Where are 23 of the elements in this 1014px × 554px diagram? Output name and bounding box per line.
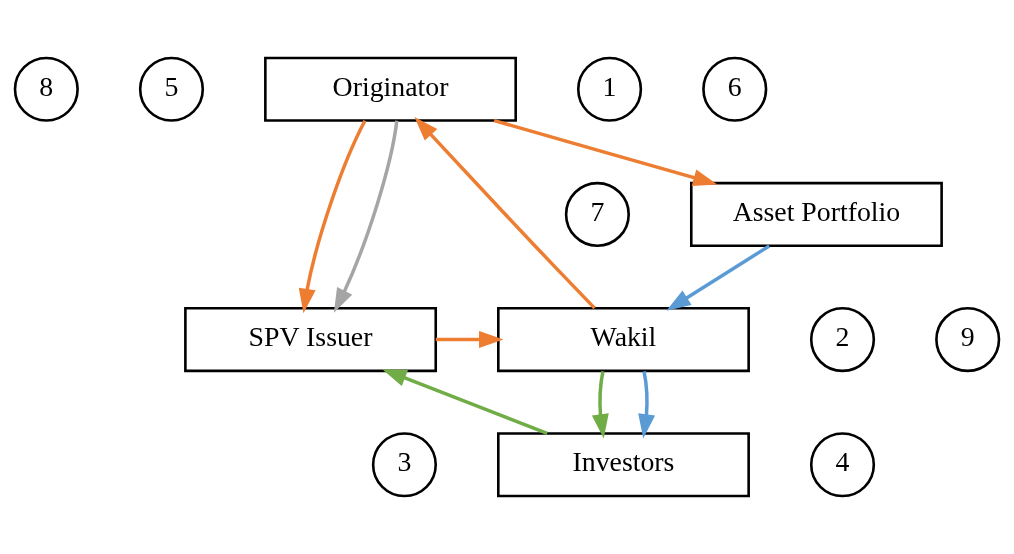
arrow [414, 116, 596, 310]
node-circle: 1 [576, 56, 643, 122]
node-box: Originator [264, 56, 517, 122]
node-circle: 2 [809, 307, 876, 373]
arrow [333, 120, 399, 313]
arrow [435, 331, 504, 349]
arrow [298, 119, 367, 314]
arrow [666, 244, 771, 311]
node-circle: 6 [702, 56, 768, 122]
arrow [591, 371, 609, 439]
arrow [382, 369, 548, 435]
arrow [638, 371, 656, 439]
node-box: Investors [497, 432, 750, 498]
node-box: Wakil [497, 307, 750, 373]
arrow [493, 118, 718, 186]
node-box: SPV Issuer [184, 307, 438, 373]
node-circle: 7 [564, 181, 630, 247]
node-circle: 4 [809, 432, 876, 498]
node-box: Asset Portfolio [689, 181, 943, 247]
node-circle: 5 [138, 56, 205, 122]
node-circle: 9 [935, 307, 1001, 373]
node-circle: 8 [13, 56, 79, 122]
node-circle: 3 [371, 432, 438, 498]
